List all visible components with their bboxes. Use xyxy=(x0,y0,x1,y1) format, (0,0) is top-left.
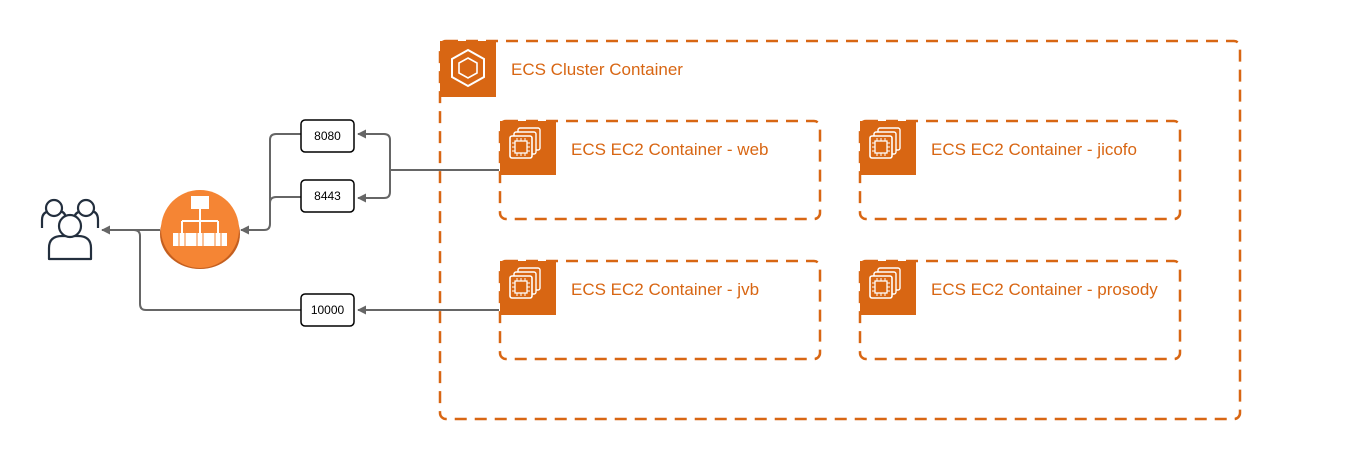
connector-web-8080 xyxy=(357,129,499,171)
port-10000-label: 10000 xyxy=(311,303,345,317)
connector-8443-lb xyxy=(269,196,301,204)
connector-web-8443 xyxy=(357,170,391,203)
container-prosody-label: ECS EC2 Container - prosody xyxy=(931,280,1158,299)
container-prosody-border xyxy=(858,259,1182,361)
port-8443: 8443 xyxy=(300,179,355,213)
connector-8080-lb xyxy=(240,133,301,235)
ecs-cluster-label: ECS Cluster Container xyxy=(511,60,683,79)
ec2-instances-icon xyxy=(500,261,556,315)
port-8443-label: 8443 xyxy=(314,189,341,203)
port-8080-label: 8080 xyxy=(314,129,341,143)
container-jvb-label: ECS EC2 Container - jvb xyxy=(571,280,759,299)
port-10000: 10000 xyxy=(300,293,355,327)
application-load-balancer-icon xyxy=(160,190,240,269)
ecs-cluster-border xyxy=(438,39,1242,421)
container-jicofo-border xyxy=(858,119,1182,221)
container-web: ECS EC2 Container - web xyxy=(498,119,822,221)
container-web-label: ECS EC2 Container - web xyxy=(571,140,768,159)
ecs-cluster-group: ECS Cluster Container xyxy=(438,39,1242,421)
ec2-instances-icon xyxy=(860,121,916,175)
container-jvb: ECS EC2 Container - jvb xyxy=(498,259,822,361)
ec2-instances-icon xyxy=(500,121,556,175)
ecs-cluster-icon xyxy=(440,41,496,97)
users-icon xyxy=(40,198,100,261)
container-jvb-border xyxy=(498,259,822,361)
connector-10000-users xyxy=(133,229,301,311)
container-jicofo-label: ECS EC2 Container - jicofo xyxy=(931,140,1137,159)
port-8080: 8080 xyxy=(300,119,355,153)
connectors xyxy=(101,129,499,315)
ec2-instances-icon xyxy=(860,261,916,315)
container-jicofo: ECS EC2 Container - jicofo xyxy=(858,119,1182,221)
container-prosody: ECS EC2 Container - prosody xyxy=(858,259,1182,361)
container-web-border xyxy=(498,119,822,221)
